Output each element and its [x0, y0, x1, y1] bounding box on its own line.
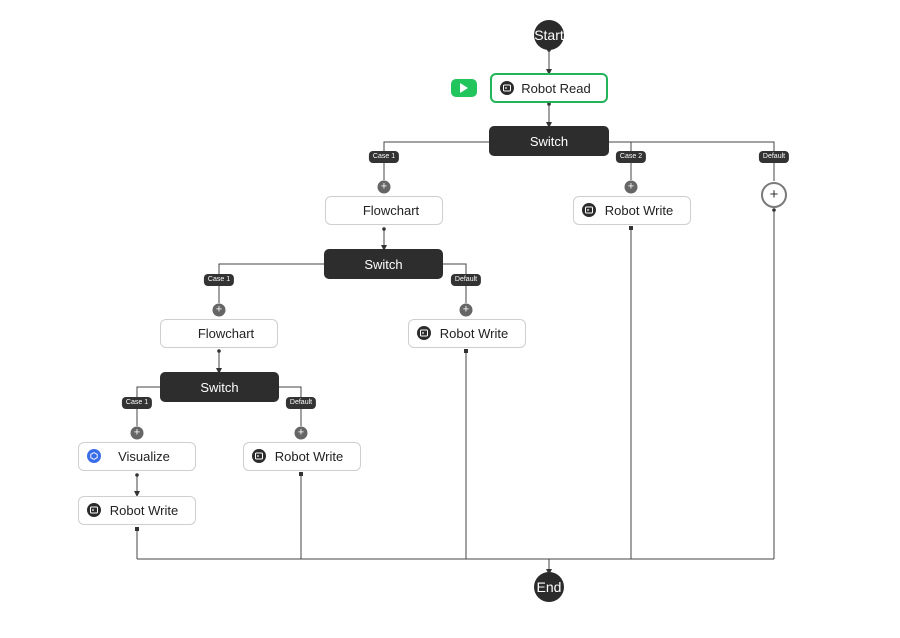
- robot-write-node[interactable]: Robot Write: [408, 319, 526, 348]
- robot-read-node[interactable]: Robot Read: [490, 73, 608, 103]
- visualize-node[interactable]: Visualize: [78, 442, 196, 471]
- node-label: Robot Read: [521, 80, 591, 96]
- robot-icon: [500, 81, 514, 95]
- add-node-button[interactable]: +: [459, 303, 473, 317]
- add-node-button[interactable]: +: [377, 180, 391, 194]
- node-label: Robot Write: [109, 503, 179, 518]
- case-tag[interactable]: Case 1: [121, 397, 153, 409]
- switch-node-2[interactable]: Switch: [324, 249, 443, 279]
- end-node[interactable]: End: [534, 572, 564, 602]
- start-node[interactable]: Start: [534, 20, 564, 50]
- switch-node-3[interactable]: Switch: [160, 372, 279, 402]
- default-tag[interactable]: Default: [450, 274, 482, 286]
- node-label: Robot Write: [604, 203, 674, 218]
- case-tag[interactable]: Case 1: [203, 274, 235, 286]
- case-tag[interactable]: Case 1: [368, 151, 400, 163]
- add-node-button[interactable]: +: [130, 426, 144, 440]
- case-tag[interactable]: Case 2: [615, 151, 647, 163]
- flowchart-node[interactable]: Flowchart: [325, 196, 443, 225]
- default-tag[interactable]: Default: [285, 397, 317, 409]
- add-node-button[interactable]: +: [624, 180, 638, 194]
- cube-icon: [87, 449, 101, 463]
- node-label: Visualize: [118, 449, 170, 464]
- robot-icon: [417, 326, 431, 340]
- add-node-button[interactable]: +: [212, 303, 226, 317]
- robot-write-node[interactable]: Robot Write: [78, 496, 196, 525]
- default-tag[interactable]: Default: [758, 151, 790, 163]
- node-label: Flowchart: [197, 326, 255, 341]
- flowchart-node[interactable]: Flowchart: [160, 319, 278, 348]
- robot-icon: [252, 449, 266, 463]
- robot-write-node[interactable]: Robot Write: [573, 196, 691, 225]
- robot-icon: [582, 203, 596, 217]
- node-label: Robot Write: [274, 449, 344, 464]
- robot-write-node[interactable]: Robot Write: [243, 442, 361, 471]
- robot-icon: [87, 503, 101, 517]
- add-node-button[interactable]: +: [761, 182, 787, 208]
- node-label: Robot Write: [439, 326, 509, 341]
- node-label: Flowchart: [362, 203, 420, 218]
- switch-node-1[interactable]: Switch: [489, 126, 609, 156]
- play-icon[interactable]: [451, 79, 477, 97]
- add-node-button[interactable]: +: [294, 426, 308, 440]
